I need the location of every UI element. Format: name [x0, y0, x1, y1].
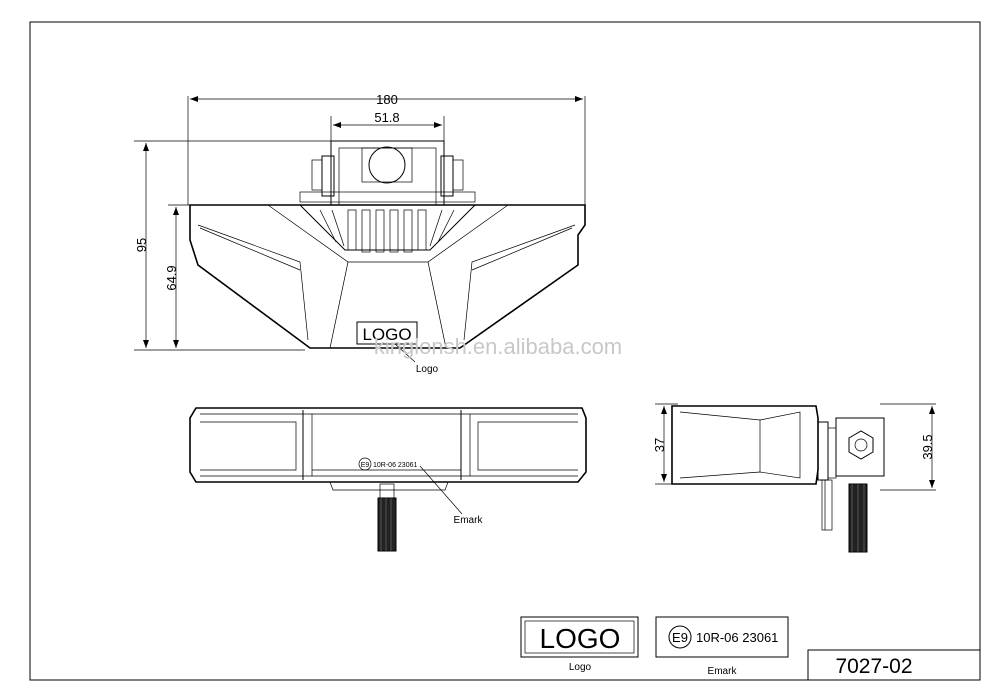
- dim-height-total: 95: [134, 238, 149, 252]
- lamp-body: [189, 204, 586, 349]
- title-emark-circle: [668, 625, 692, 649]
- title-emark-box: [655, 616, 789, 658]
- title-emark-caption: Emark: [708, 666, 738, 677]
- title-logo-caption: Logo: [569, 662, 592, 673]
- dim-side-height: 37: [652, 438, 667, 452]
- part-number-box: [807, 649, 981, 681]
- logo-box-text: LOGO: [362, 325, 411, 344]
- dim-height-body: 64.9: [164, 265, 179, 290]
- dim-width-bracket: 51.8: [374, 110, 399, 125]
- title-emark-circle-text: E9: [672, 630, 688, 645]
- logo-box: [356, 321, 418, 345]
- heatsink-fins: [319, 209, 455, 253]
- title-emark-code: 10R-06 23061: [696, 630, 778, 645]
- mount-bracket: [330, 140, 445, 206]
- watermark: kinglonsh.en.alibaba.com: [374, 334, 622, 359]
- bottom-view: E9 10R-06 23061 Emark: [189, 407, 587, 552]
- emark-circle-small-text: E9: [361, 462, 370, 469]
- emark-circle-small: [358, 457, 372, 471]
- lamp-bottom-outline: [189, 407, 587, 483]
- cable: [377, 483, 397, 552]
- side-view: 37 39.5: [652, 403, 936, 553]
- part-number: 7027-02: [835, 655, 912, 678]
- title-logo-box: [520, 616, 639, 658]
- mount-bolt-icon: [368, 146, 406, 184]
- emark-code-small: 10R-06 23061: [373, 462, 417, 469]
- dim-width-total: 180: [376, 92, 398, 107]
- dim-side-height-total: 39.5: [920, 434, 935, 459]
- side-bracket: [835, 417, 885, 477]
- title-block: LOGO Logo E9 10R-06 23061 Emark 7027-02: [520, 616, 981, 681]
- logo-caption: Logo: [416, 364, 439, 375]
- drawing-frame: [29, 21, 981, 681]
- hex-nut-icon: [848, 430, 874, 460]
- emark-caption: Emark: [454, 515, 484, 526]
- side-body: [671, 405, 819, 485]
- title-logo-text: LOGO: [540, 623, 621, 654]
- front-view: 180 51.8 95 64.9: [134, 92, 622, 375]
